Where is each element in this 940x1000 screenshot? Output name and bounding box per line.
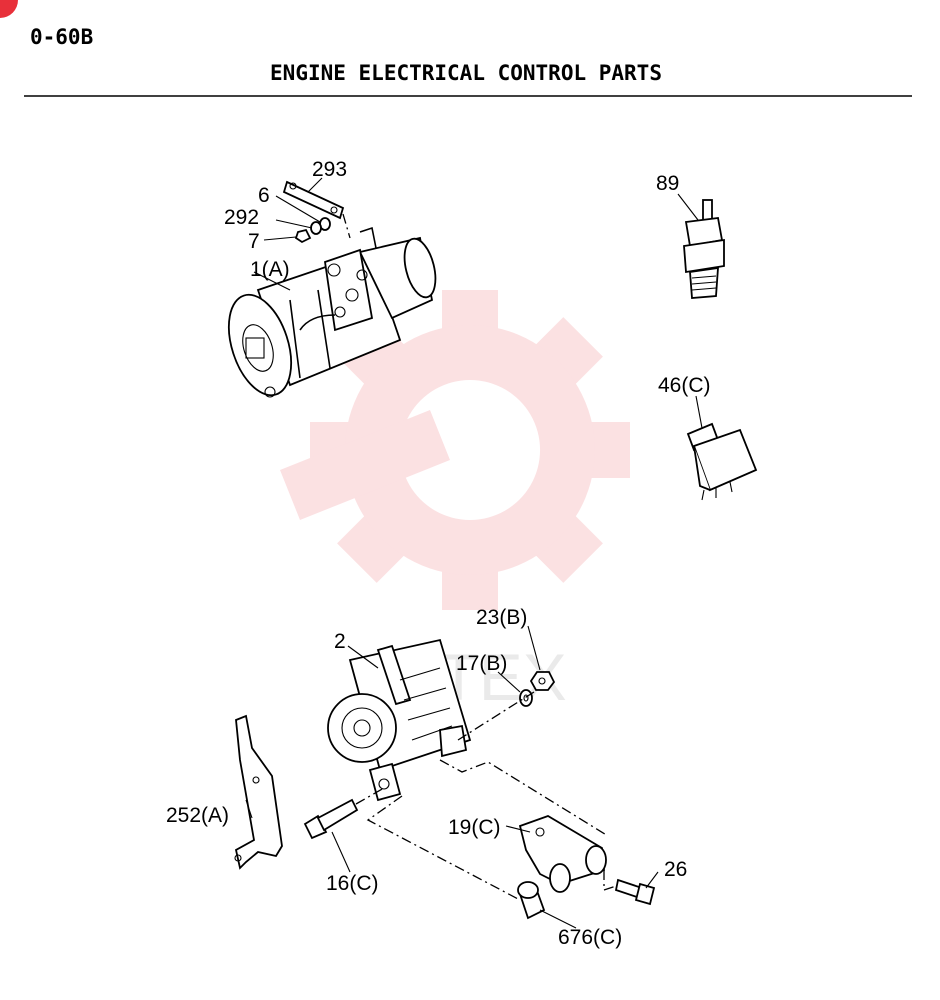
nut-23 bbox=[529, 671, 556, 691]
assembly-line-upper bbox=[439, 759, 609, 837]
callout-46c: 46(C) bbox=[658, 374, 711, 397]
bracket-19 bbox=[518, 815, 607, 893]
callout-19c: 19(C) bbox=[448, 816, 501, 839]
callout-2: 2 bbox=[334, 630, 346, 653]
assembly-line-lower bbox=[366, 795, 617, 901]
alternator bbox=[327, 638, 472, 802]
relay-46 bbox=[686, 422, 758, 501]
callout-89: 89 bbox=[656, 172, 679, 195]
sensor-89 bbox=[683, 199, 725, 299]
callout-293: 293 bbox=[312, 158, 347, 181]
alternator-axis-line bbox=[457, 691, 535, 741]
cover-252 bbox=[234, 714, 283, 870]
callout-26: 26 bbox=[664, 858, 687, 881]
callout-16c: 16(C) bbox=[326, 872, 379, 895]
bracket-293 bbox=[282, 180, 351, 239]
callout-292: 292 bbox=[224, 206, 259, 229]
callout-252a: 252(A) bbox=[166, 804, 229, 827]
starter-motor bbox=[227, 226, 437, 398]
washer-17 bbox=[519, 689, 533, 707]
callout-23b: 23(B) bbox=[476, 606, 527, 629]
callout-676c: 676(C) bbox=[558, 926, 622, 949]
callout-7: 7 bbox=[248, 230, 260, 253]
bolt-16 bbox=[303, 787, 385, 840]
leader-lines bbox=[245, 177, 703, 929]
callout-17b: 17(B) bbox=[456, 652, 507, 675]
page-title: ENGINE ELECTRICAL CONTROL PARTS bbox=[270, 61, 662, 85]
page-code: 0-60B bbox=[30, 25, 93, 49]
corner-marker bbox=[0, 0, 18, 18]
callout-1a: 1(A) bbox=[250, 258, 290, 281]
callout-6: 6 bbox=[258, 184, 270, 207]
washer-292 bbox=[310, 221, 322, 235]
bolt-26 bbox=[614, 878, 656, 906]
nut-7 bbox=[294, 228, 312, 244]
bushing-676 bbox=[517, 881, 546, 920]
